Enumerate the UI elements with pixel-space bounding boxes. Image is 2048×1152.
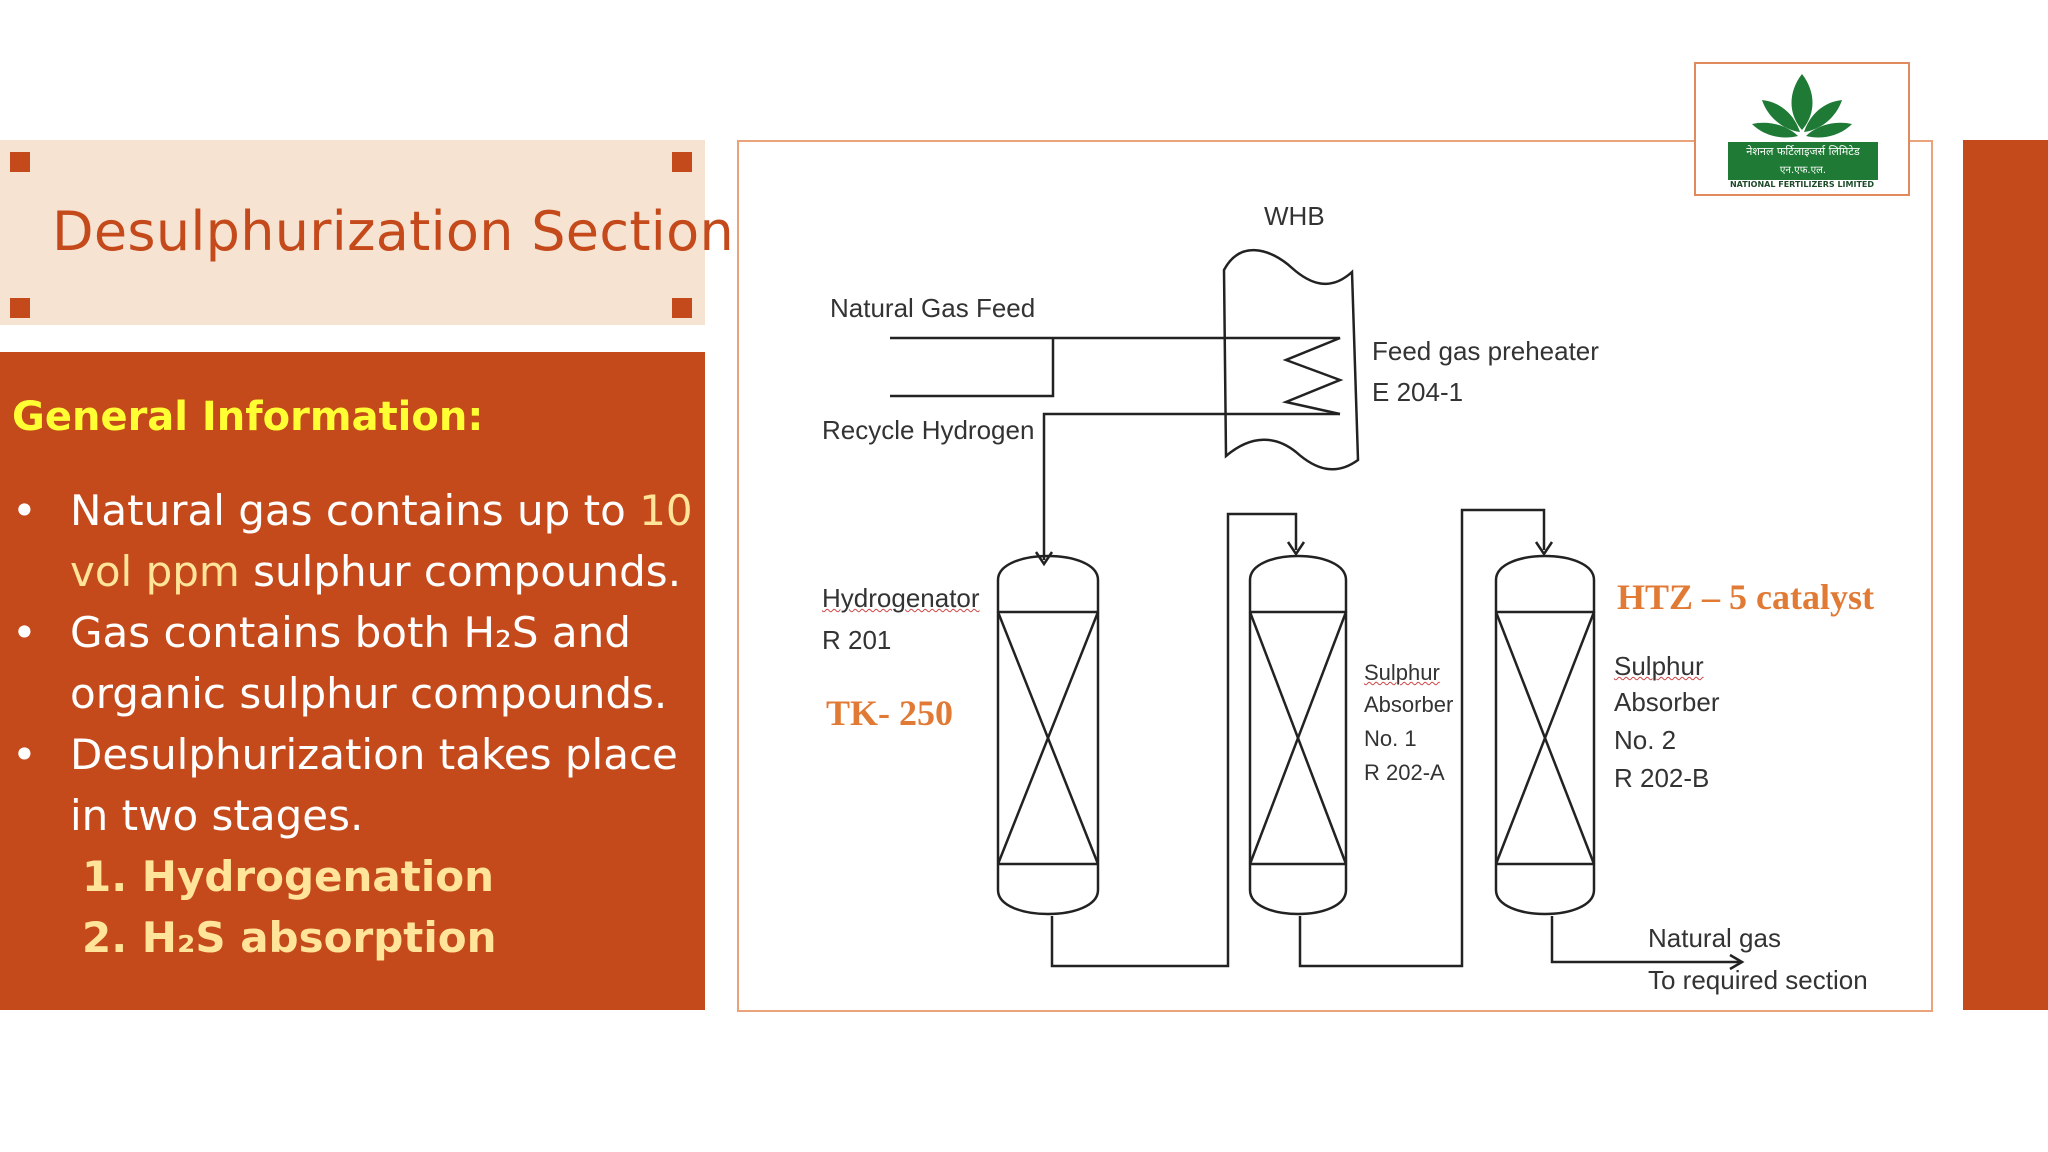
hydrogenator-vessel bbox=[996, 554, 1100, 916]
logo-band: नेशनल फर्टिलाइजर्स लिमिटेड एन.एफ.एल. bbox=[1728, 142, 1878, 180]
info-heading: General Information: bbox=[12, 394, 484, 440]
title-panel bbox=[0, 140, 705, 325]
bullet-list: • Natural gas contains up to 10 vol ppm … bbox=[0, 480, 705, 846]
absorber-1-label: Absorber bbox=[1364, 692, 1454, 717]
tk250-catalyst-label: TK- 250 bbox=[826, 693, 954, 733]
bullet-dot-icon: • bbox=[12, 608, 37, 657]
bullet-item: • Gas contains both H₂S and organic sulp… bbox=[0, 602, 705, 724]
company-logo: नेशनल फर्टिलाइजर्स लिमिटेड एन.एफ.एल. NAT… bbox=[1694, 62, 1910, 196]
preheater-label: Feed gas preheater bbox=[1372, 336, 1599, 366]
preheater-outlet-line bbox=[1042, 412, 1340, 560]
bullet-text: sulphur compounds. bbox=[239, 547, 682, 596]
outlet-label: Natural gas bbox=[1648, 923, 1781, 953]
corner-square-icon bbox=[672, 152, 692, 172]
htz5-catalyst-label: HTZ – 5 catalyst bbox=[1617, 577, 1874, 617]
whb-vessel bbox=[1222, 249, 1360, 471]
logo-abbreviation: एन.एफ.एल. bbox=[1779, 165, 1827, 176]
whb-label: WHB bbox=[1264, 201, 1325, 231]
bullet-text: Desulphurization takes place in two stag… bbox=[70, 730, 678, 840]
leaf-logo-icon bbox=[1752, 74, 1852, 138]
stage-item: 1. Hydrogenation bbox=[82, 852, 494, 901]
absorber-2-label: Sulphur bbox=[1614, 651, 1704, 681]
bullet-text: Gas contains both H₂S and organic sulphu… bbox=[70, 608, 668, 718]
absorber-1-vessel bbox=[1248, 554, 1348, 916]
preheater-id-label: E 204-1 bbox=[1372, 377, 1464, 407]
arrow-head-icon bbox=[1286, 541, 1306, 557]
corner-square-icon bbox=[10, 152, 30, 172]
logo-hindi-text: नेशनल फर्टिलाइजर्स लिमिटेड bbox=[1746, 145, 1860, 158]
info-panel: General Information: • Natural gas conta… bbox=[0, 352, 705, 1010]
diagram-frame bbox=[737, 140, 1933, 1012]
absorber-1-label: Sulphur bbox=[1364, 660, 1440, 685]
side-accent-bar bbox=[1963, 140, 2048, 1010]
absorber-2-label: No. 2 bbox=[1614, 725, 1677, 755]
arrow-head-icon bbox=[1534, 541, 1554, 557]
logo-company-name: NATIONAL FERTILIZERS LIMITED bbox=[1729, 180, 1875, 189]
bullet-dot-icon: • bbox=[12, 486, 37, 535]
bullet-item: • Desulphurization takes place in two st… bbox=[0, 724, 705, 846]
outlet-line bbox=[1550, 916, 1740, 964]
hydrogenator-label: Hydrogenator bbox=[822, 583, 980, 613]
absorber-1-label: No. 1 bbox=[1364, 726, 1417, 751]
page-title: Desulphurization Section bbox=[52, 200, 734, 263]
preheater-coil bbox=[1222, 336, 1344, 416]
corner-square-icon bbox=[672, 298, 692, 318]
absorber-2-id-label: R 202-B bbox=[1614, 763, 1710, 793]
outlet-destination-label: To required section bbox=[1648, 965, 1868, 995]
absorber-2-label: Absorber bbox=[1614, 687, 1720, 717]
natural-gas-feed-label: Natural Gas Feed bbox=[830, 293, 1036, 323]
recycle-hydrogen-label: Recycle Hydrogen bbox=[822, 415, 1035, 445]
arrow-head-icon bbox=[1729, 953, 1745, 971]
stage-item: 2. H₂S absorption bbox=[82, 913, 497, 962]
bullet-text: Natural gas contains up to bbox=[70, 486, 640, 535]
corner-square-icon bbox=[10, 298, 30, 318]
hydrogenator-id-label: R 201 bbox=[822, 625, 892, 655]
absorber-1-id-label: R 202-A bbox=[1364, 760, 1445, 785]
recycle-hydrogen-line bbox=[890, 338, 1055, 398]
bullet-dot-icon: • bbox=[12, 730, 37, 779]
absorber-2-vessel bbox=[1494, 554, 1596, 916]
bullet-accent: 10 vol ppm bbox=[70, 486, 693, 596]
bullet-item: • Natural gas contains up to 10 vol ppm … bbox=[0, 480, 705, 602]
